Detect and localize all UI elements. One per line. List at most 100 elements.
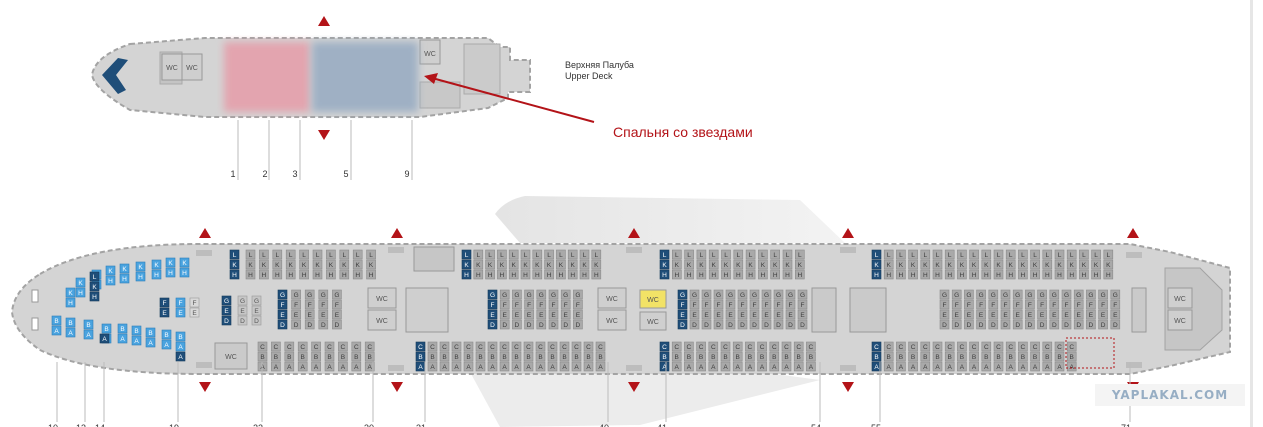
economy-seat[interactable] <box>463 351 474 362</box>
economy-seat[interactable] <box>677 289 688 300</box>
economy-seat[interactable] <box>1037 319 1047 330</box>
economy-seat[interactable] <box>485 269 495 280</box>
economy-seat[interactable] <box>976 319 986 330</box>
economy-seat[interactable] <box>689 309 700 320</box>
economy-seat[interactable] <box>508 249 519 260</box>
economy-seat[interactable] <box>485 259 495 270</box>
business-seat[interactable] <box>251 295 262 306</box>
economy-seat[interactable] <box>487 341 498 352</box>
economy-seat[interactable] <box>277 309 288 320</box>
economy-seat[interactable] <box>737 319 748 330</box>
economy-seat[interactable] <box>785 299 796 310</box>
economy-seat[interactable] <box>536 289 547 300</box>
economy-seat[interactable] <box>567 259 578 270</box>
economy-seat[interactable] <box>1061 309 1072 320</box>
economy-seat[interactable] <box>1042 249 1053 260</box>
economy-seat[interactable] <box>725 309 736 320</box>
economy-seat[interactable] <box>993 269 1004 280</box>
economy-seat[interactable] <box>896 361 906 372</box>
economy-seat[interactable] <box>976 299 986 310</box>
first-class-seat[interactable] <box>175 331 186 342</box>
first-class-seat[interactable] <box>151 269 162 280</box>
economy-seat[interactable] <box>332 299 342 310</box>
first-class-seat[interactable] <box>151 259 162 270</box>
economy-seat[interactable] <box>1030 269 1040 280</box>
economy-seat[interactable] <box>245 269 256 280</box>
economy-seat[interactable] <box>733 269 744 280</box>
economy-seat[interactable] <box>1066 259 1077 270</box>
economy-seat[interactable] <box>737 309 748 320</box>
economy-seat[interactable] <box>536 309 547 320</box>
economy-seat[interactable] <box>524 299 534 310</box>
first-class-seat[interactable] <box>51 315 62 326</box>
economy-seat[interactable] <box>806 341 816 352</box>
economy-seat[interactable] <box>951 289 962 300</box>
economy-seat[interactable] <box>671 259 682 270</box>
economy-seat[interactable] <box>1054 269 1065 280</box>
first-class-seat[interactable] <box>159 297 170 308</box>
economy-seat[interactable] <box>245 259 256 270</box>
economy-seat[interactable] <box>806 361 816 372</box>
economy-seat[interactable] <box>523 351 534 362</box>
economy-seat[interactable] <box>896 269 906 280</box>
economy-seat[interactable] <box>520 259 531 270</box>
economy-seat[interactable] <box>573 319 583 330</box>
economy-seat[interactable] <box>944 361 955 372</box>
economy-seat[interactable] <box>1091 249 1101 260</box>
economy-seat[interactable] <box>1061 319 1072 330</box>
economy-seat[interactable] <box>785 319 796 330</box>
first-class-seat[interactable] <box>189 307 200 318</box>
economy-seat[interactable] <box>475 361 486 372</box>
economy-seat[interactable] <box>548 319 559 330</box>
economy-seat[interactable] <box>781 361 792 372</box>
economy-seat[interactable] <box>769 351 780 362</box>
economy-seat[interactable] <box>758 269 768 280</box>
economy-seat[interactable] <box>701 319 712 330</box>
first-class-seat[interactable] <box>101 323 112 334</box>
economy-seat[interactable] <box>299 269 309 280</box>
economy-seat[interactable] <box>583 361 594 372</box>
economy-seat[interactable] <box>1018 351 1028 362</box>
first-class-seat[interactable] <box>179 257 190 268</box>
economy-seat[interactable] <box>883 259 894 270</box>
economy-seat[interactable] <box>713 289 724 300</box>
economy-seat[interactable] <box>1000 299 1011 310</box>
economy-seat[interactable] <box>508 269 519 280</box>
economy-seat[interactable] <box>583 351 594 362</box>
economy-seat[interactable] <box>785 309 796 320</box>
economy-seat[interactable] <box>720 341 731 352</box>
economy-seat[interactable] <box>1086 299 1096 310</box>
economy-seat[interactable] <box>475 351 486 362</box>
economy-seat[interactable] <box>1049 289 1060 300</box>
first-class-seat[interactable] <box>175 341 186 352</box>
economy-seat[interactable] <box>659 259 670 270</box>
economy-seat[interactable] <box>536 319 547 330</box>
economy-seat[interactable] <box>532 269 543 280</box>
economy-seat[interactable] <box>793 361 804 372</box>
first-class-seat[interactable] <box>75 287 86 298</box>
economy-seat[interactable] <box>969 269 979 280</box>
economy-seat[interactable] <box>1066 269 1077 280</box>
economy-seat[interactable] <box>782 259 793 270</box>
economy-seat[interactable] <box>993 259 1004 270</box>
economy-seat[interactable] <box>245 249 256 260</box>
economy-seat[interactable] <box>757 351 767 362</box>
economy-seat[interactable] <box>473 259 484 270</box>
economy-seat[interactable] <box>773 289 784 300</box>
economy-seat[interactable] <box>749 309 760 320</box>
economy-seat[interactable] <box>461 249 472 260</box>
economy-seat[interactable] <box>671 351 682 362</box>
economy-seat[interactable] <box>871 259 882 270</box>
economy-seat[interactable] <box>684 361 694 372</box>
economy-seat[interactable] <box>351 341 362 352</box>
economy-seat[interactable] <box>964 319 974 330</box>
first-class-seat[interactable] <box>135 261 146 272</box>
economy-seat[interactable] <box>964 289 974 300</box>
economy-seat[interactable] <box>1091 269 1101 280</box>
first-class-seat[interactable] <box>131 335 142 346</box>
economy-seat[interactable] <box>463 341 474 352</box>
economy-seat[interactable] <box>1005 361 1016 372</box>
economy-seat[interactable] <box>271 341 281 352</box>
economy-seat[interactable] <box>532 249 543 260</box>
economy-seat[interactable] <box>896 259 906 270</box>
